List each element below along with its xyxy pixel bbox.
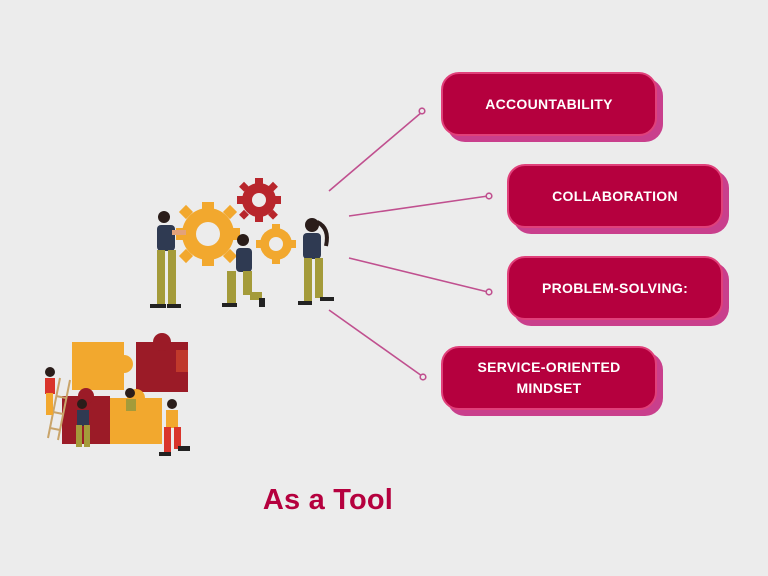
item-problem-solving: PROBLEM-SOLVING: xyxy=(507,256,723,320)
person-middle-figure xyxy=(222,234,265,307)
red-gear-icon xyxy=(237,178,281,222)
diagram-title: As a Tool xyxy=(262,484,394,516)
item-label: ACCOUNTABILITY xyxy=(485,95,613,112)
puzzle-piece-orange-top-icon xyxy=(72,342,133,390)
connector-line-accountability xyxy=(328,111,423,192)
item-collaboration: COLLABORATION xyxy=(507,164,723,228)
connector-line-problem-solving xyxy=(348,257,489,293)
puzzle-person-2-figure xyxy=(76,399,90,447)
item-accountability: ACCOUNTABILITY xyxy=(441,72,657,136)
large-gear-icon xyxy=(176,202,240,266)
item-label: PROBLEM-SOLVING: xyxy=(541,279,689,296)
item-service-oriented-mindset: SERVICE-ORIENTED MINDSET xyxy=(441,346,657,410)
connector-line-collaboration xyxy=(348,195,489,217)
person-left-figure xyxy=(150,211,186,308)
item-label: SERVICE-ORIENTED MINDSET xyxy=(477,359,621,396)
connector-line-service xyxy=(328,309,423,377)
puzzle-piece-red-top-icon xyxy=(136,333,188,392)
puzzle-person-1-figure xyxy=(45,367,55,415)
connector-dot-accountability xyxy=(418,107,426,115)
medium-gear-icon xyxy=(256,224,296,264)
connector-dot-service xyxy=(419,373,427,381)
connector-dot-collaboration xyxy=(485,192,493,200)
person-right-figure xyxy=(298,218,334,305)
puzzle-person-4-figure xyxy=(159,399,190,456)
connector-dot-problem-solving xyxy=(485,288,493,296)
ladder-icon xyxy=(47,377,71,441)
item-label: COLLABORATION xyxy=(552,187,678,204)
puzzle-piece-orange-bottom-icon xyxy=(110,389,162,444)
puzzle-person-3-figure xyxy=(125,388,136,411)
